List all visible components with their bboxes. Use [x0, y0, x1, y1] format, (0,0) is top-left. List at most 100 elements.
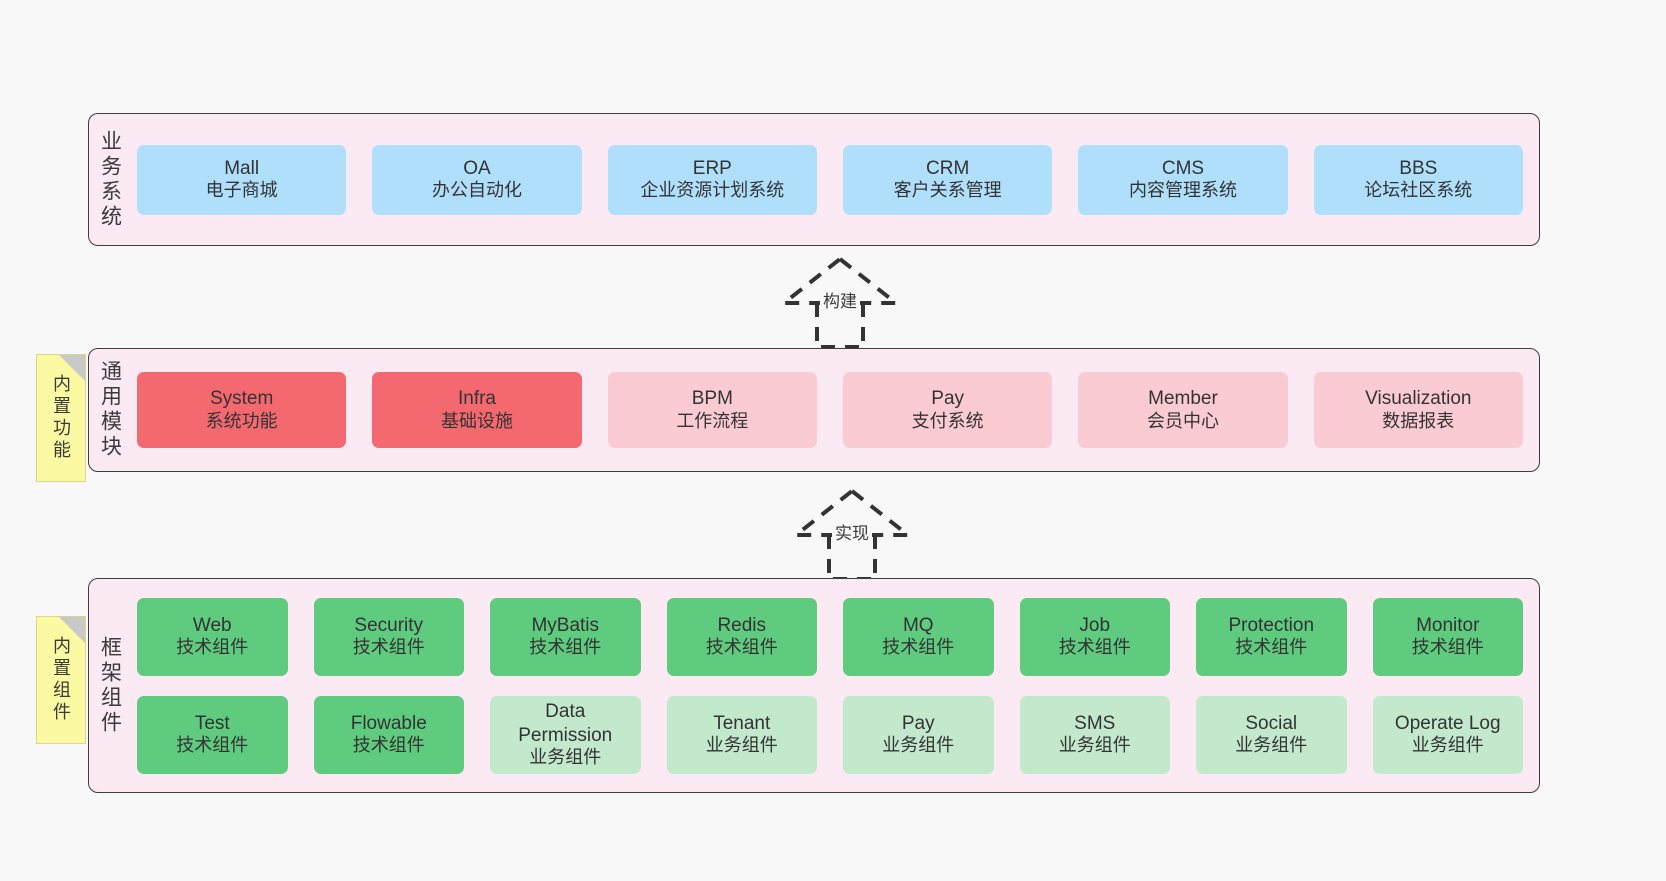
- node-subtitle: 企业资源计划系统: [640, 180, 785, 201]
- node-subtitle: 业务组件: [1235, 735, 1308, 756]
- connector-build: 构建: [760, 255, 920, 355]
- layer-common-modules: 通用模块 System 系统功能 Infra 基础设施 BPM 工作流程 Pay…: [88, 348, 1540, 472]
- node-subtitle: 基础设施: [440, 410, 513, 431]
- node-title: BPM: [691, 388, 733, 410]
- node-tenant[interactable]: Tenant 业务组件: [666, 695, 817, 774]
- connector-label: 构建: [820, 287, 860, 312]
- layer-body-common: System 系统功能 Infra 基础设施 BPM 工作流程 Pay 支付系统…: [131, 349, 1539, 471]
- node-mall[interactable]: Mall 电子商城: [137, 144, 347, 215]
- node-web[interactable]: Web 技术组件: [137, 597, 288, 676]
- node-operate-log[interactable]: Operate Log 业务组件: [1372, 695, 1523, 774]
- node-title: MyBatis: [531, 614, 600, 636]
- node-title: CRM: [926, 157, 970, 179]
- node-protection[interactable]: Protection 技术组件: [1196, 597, 1347, 676]
- node-subtitle: 业务组件: [1058, 735, 1131, 756]
- node-redis[interactable]: Redis 技术组件: [666, 597, 817, 676]
- node-title: Infra: [457, 388, 496, 410]
- node-subtitle: 论坛社区系统: [1364, 180, 1473, 201]
- node-pay-module[interactable]: Pay 支付系统: [842, 372, 1053, 448]
- layer-body-frame: Web 技术组件 Security 技术组件 MyBatis 技术组件 Redi…: [131, 579, 1539, 792]
- node-data-permission[interactable]: Data Permission 业务组件: [490, 695, 641, 774]
- node-subtitle: 技术组件: [176, 637, 249, 658]
- node-title: Operate Log: [1394, 712, 1501, 734]
- node-title: OA: [463, 157, 491, 179]
- layer-row: Web 技术组件 Security 技术组件 MyBatis 技术组件 Redi…: [137, 597, 1523, 676]
- node-title: Pay: [901, 712, 935, 734]
- node-title: System: [209, 388, 274, 410]
- node-subtitle: 技术组件: [1058, 637, 1131, 658]
- node-subtitle: 技术组件: [882, 637, 955, 658]
- node-subtitle: 电子商城: [205, 180, 278, 201]
- node-cms[interactable]: CMS 内容管理系统: [1078, 144, 1288, 215]
- node-sms[interactable]: SMS 业务组件: [1019, 695, 1170, 774]
- node-pay-component[interactable]: Pay 业务组件: [843, 695, 994, 774]
- connector-label: 实现: [832, 519, 872, 544]
- node-title: Mall: [224, 157, 260, 179]
- node-erp[interactable]: ERP 企业资源计划系统: [607, 144, 817, 215]
- node-infra[interactable]: Infra 基础设施: [372, 372, 582, 448]
- node-title: Flowable: [350, 712, 427, 734]
- node-subtitle: 内容管理系统: [1128, 180, 1237, 201]
- node-member[interactable]: Member 会员中心: [1078, 372, 1288, 448]
- node-title: BBS: [1399, 157, 1438, 179]
- node-title: Test: [194, 712, 230, 734]
- node-title: Visualization: [1365, 388, 1472, 410]
- node-subtitle: 业务组件: [1411, 735, 1484, 756]
- node-oa[interactable]: OA 办公自动化: [372, 144, 582, 215]
- node-monitor[interactable]: Monitor 技术组件: [1372, 597, 1523, 676]
- node-title: Data Permission: [518, 701, 613, 746]
- node-mq[interactable]: MQ 技术组件: [843, 597, 994, 676]
- node-bpm[interactable]: BPM 工作流程: [607, 372, 817, 448]
- node-subtitle: 系统功能: [205, 410, 278, 431]
- layer-title-business: 业务系统: [98, 129, 122, 230]
- node-title: SMS: [1074, 712, 1116, 734]
- node-subtitle: 数据报表: [1382, 410, 1455, 431]
- node-subtitle: 业务组件: [529, 746, 602, 767]
- node-job[interactable]: Job 技术组件: [1019, 597, 1170, 676]
- node-system[interactable]: System 系统功能: [137, 372, 347, 448]
- node-subtitle: 技术组件: [1411, 637, 1484, 658]
- connector-implement: 实现: [772, 487, 932, 587]
- node-subtitle: 技术组件: [1235, 637, 1308, 658]
- node-bbs[interactable]: BBS 论坛社区系统: [1313, 144, 1523, 215]
- node-title: Social: [1245, 712, 1298, 734]
- note-text: 内置功能: [51, 374, 71, 462]
- node-flowable[interactable]: Flowable 技术组件: [313, 695, 464, 774]
- note-builtin-features: 内置功能: [36, 354, 86, 482]
- node-title: Web: [192, 614, 232, 636]
- node-subtitle: 会员中心: [1146, 410, 1219, 431]
- note-text: 内置组件: [51, 636, 71, 724]
- node-crm[interactable]: CRM 客户关系管理: [842, 144, 1053, 215]
- node-subtitle: 客户关系管理: [893, 180, 1002, 201]
- node-visualization[interactable]: Visualization 数据报表: [1313, 372, 1523, 448]
- node-subtitle: 办公自动化: [431, 180, 522, 201]
- node-subtitle: 业务组件: [705, 735, 778, 756]
- node-mybatis[interactable]: MyBatis 技术组件: [490, 597, 641, 676]
- node-subtitle: 技术组件: [176, 735, 249, 756]
- layer-business-systems: 业务系统 Mall 电子商城 OA 办公自动化 ERP 企业资源计划系统 CRM…: [88, 113, 1540, 246]
- node-title: MQ: [902, 614, 934, 636]
- node-subtitle: 技术组件: [352, 637, 425, 658]
- layer-title-common: 通用模块: [98, 360, 122, 460]
- node-subtitle: 技术组件: [529, 637, 602, 658]
- node-title: Protection: [1228, 614, 1315, 636]
- layer-row: Test 技术组件 Flowable 技术组件 Data Permission …: [137, 695, 1523, 774]
- node-title: Member: [1148, 388, 1218, 410]
- note-builtin-components: 内置组件: [36, 616, 86, 744]
- layer-framework-components: 框架组件 Web 技术组件 Security 技术组件 MyBatis 技术组件…: [88, 578, 1540, 793]
- node-subtitle: 工作流程: [676, 410, 749, 431]
- node-subtitle: 支付系统: [911, 410, 984, 431]
- node-title: Redis: [717, 614, 767, 636]
- node-social[interactable]: Social 业务组件: [1196, 695, 1347, 774]
- node-title: Monitor: [1416, 614, 1480, 636]
- node-subtitle: 技术组件: [352, 735, 425, 756]
- layer-row: System 系统功能 Infra 基础设施 BPM 工作流程 Pay 支付系统…: [137, 372, 1523, 448]
- node-subtitle: 技术组件: [705, 637, 778, 658]
- node-security[interactable]: Security 技术组件: [313, 597, 464, 676]
- node-title: Tenant: [713, 712, 771, 734]
- node-title: Security: [354, 614, 424, 636]
- node-subtitle: 业务组件: [882, 735, 955, 756]
- node-test[interactable]: Test 技术组件: [137, 695, 288, 774]
- layer-title-frame: 框架组件: [98, 635, 122, 736]
